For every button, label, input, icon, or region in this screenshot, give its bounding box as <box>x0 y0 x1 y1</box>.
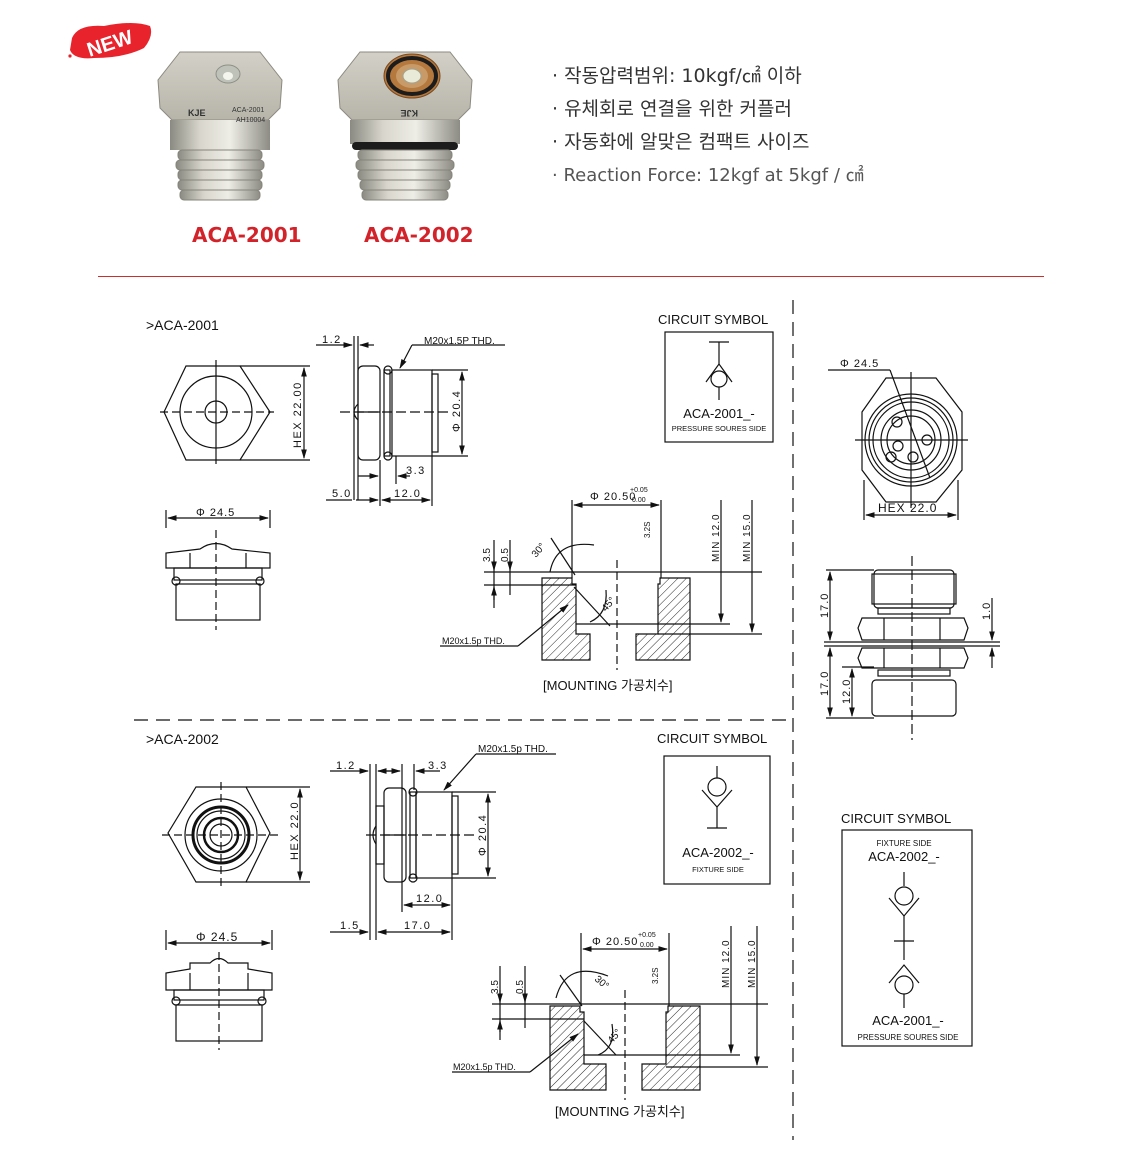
mount-tol-minus: 0.00 <box>632 497 646 504</box>
coupled-check-valve-icon <box>888 872 920 1008</box>
mount-dim-3-5: 3.5 <box>482 548 493 562</box>
dim-1-2: 1.2 <box>322 334 342 346</box>
assembly-circuit-top-code: ACA-2002_- <box>868 849 940 864</box>
dim-hex: HEX 22.00 <box>292 381 304 448</box>
mount-thread: M20x1.5p THD. <box>442 636 505 646</box>
assembly-dim-1: 1.0 <box>981 602 993 620</box>
mount-caption: [MOUNTING 가공치수] <box>543 678 672 693</box>
mount-angle-30-2002: 30° <box>592 974 611 992</box>
title-aca-2001: >ACA-2001 <box>146 317 219 333</box>
mount-dia-2002: Φ 20.50 <box>592 936 638 948</box>
assembly-circuit-bottom-side: PRESSURE SOURES SIDE <box>858 1033 959 1042</box>
dim-hex-2002: HEX 22.0 <box>289 801 301 860</box>
product-photo-aca-2001: KJE ACA-2001 AH10004 <box>157 51 283 201</box>
dim-17-0-2002: 17.0 <box>404 920 431 932</box>
feature-list: · 작동압력범위: 10kgf/㎠ 이하 · 유체회로 연결을 위한 커플러 ·… <box>552 60 864 192</box>
product-photo-aca-2002: KJE <box>337 51 473 201</box>
mount-dim-0-5-2002: 0.5 <box>515 980 526 994</box>
assembly-side-view <box>824 556 1000 740</box>
mount-dia: Φ 20.50 <box>590 491 636 503</box>
mount-dim-3-5-2002: 3.5 <box>490 980 501 994</box>
aca-2001-mounting-section <box>440 500 762 670</box>
assembly-dim-12: 12.0 <box>841 679 853 704</box>
dim-5-0: 5.0 <box>332 488 352 500</box>
aca-2002-top-view <box>165 930 273 1050</box>
aca-2002-side-view <box>330 753 556 940</box>
thread-callout: M20x1.5P THD. <box>424 336 495 347</box>
mount-min-12: MIN 12.0 <box>711 513 722 562</box>
circuit-symbol-box-2002 <box>663 755 771 885</box>
engraving-serial: AH10004 <box>236 117 265 124</box>
dim-3-3-2002: 3.3 <box>428 760 448 772</box>
title-aca-2002: >ACA-2002 <box>146 731 219 747</box>
mount-min-15-2002: MIN 15.0 <box>747 939 758 988</box>
assembly-dim-dia: Φ 24.5 <box>840 358 879 370</box>
circuit-side-2002: FIXTURE SIDE <box>692 865 744 874</box>
aca-2001-side-view <box>316 336 505 506</box>
engraving-logo: KJE <box>400 108 418 118</box>
aca-2001-top-view <box>165 510 271 630</box>
circuit-symbol-heading-2002: CIRCUIT SYMBOL <box>657 731 767 746</box>
feature-item: · 작동압력범위: 10kgf/㎠ 이하 <box>552 65 802 87</box>
assembly-dim-17-bottom: 17.0 <box>819 671 831 696</box>
dim-dia-20-4: Φ 20.4 <box>451 390 463 432</box>
product-label-aca-2001: ACA-2001 <box>192 223 302 247</box>
assembly-circuit-heading: CIRCUIT SYMBOL <box>841 811 951 826</box>
aca-2002-front-view <box>162 782 310 886</box>
mount-angle-30: 30° <box>530 541 548 560</box>
check-valve-icon <box>705 341 733 400</box>
thread-callout-2002: M20x1.5p THD. <box>478 744 548 755</box>
mount-angle-45-2002: 45° <box>606 1027 624 1046</box>
assembly-end-view <box>828 369 968 520</box>
mount-min-15: MIN 15.0 <box>742 513 753 562</box>
circuit-code: ACA-2001_- <box>683 406 755 421</box>
dim-dia-20-4-2002: Φ 20.4 <box>477 814 489 856</box>
engraving-model: ACA-2001 <box>232 107 264 114</box>
product-label-aca-2002: ACA-2002 <box>364 223 474 247</box>
dim-dia-24-5-2002: Φ 24.5 <box>196 930 238 944</box>
assembly-circuit-bottom-code: ACA-2001_- <box>872 1013 944 1028</box>
dim-12-0: 12.0 <box>394 488 421 500</box>
assembly-dim-17-top: 17.0 <box>819 593 831 618</box>
circuit-symbol-heading: CIRCUIT SYMBOL <box>658 312 768 327</box>
mount-roughness: 3.2S <box>643 522 652 538</box>
dim-1-2-2002: 1.2 <box>336 760 356 772</box>
feature-item: · 유체회로 연결을 위한 커플러 <box>552 98 792 120</box>
mount-dim-0-5: 0.5 <box>500 548 511 562</box>
new-badge: NEW <box>68 23 152 62</box>
dim-12-0-2002: 12.0 <box>416 893 443 905</box>
mount-min-12-2002: MIN 12.0 <box>721 939 732 988</box>
dim-1-5-2002: 1.5 <box>340 920 360 932</box>
section-divider <box>98 276 1044 277</box>
assembly-circuit-box <box>841 829 973 1047</box>
assembly-dim-hex: HEX 22.0 <box>878 501 937 515</box>
mount-tol-plus: +0.05 <box>630 487 648 494</box>
circuit-symbol-box-2001 <box>664 331 774 443</box>
feature-item: · Reaction Force: 12kgf at 5kgf / ㎠ <box>552 165 864 186</box>
circuit-code-2002: ACA-2002_- <box>682 845 754 860</box>
mount-thread-2002: M20x1.5p THD. <box>453 1062 516 1072</box>
mount-tol-minus-2002: 0.00 <box>640 942 654 949</box>
check-valve-fixture-icon <box>701 766 733 829</box>
dim-dia-24-5: Φ 24.5 <box>196 507 235 519</box>
mount-roughness-2002: 3.2S <box>651 968 660 984</box>
aca-2002-mounting-section <box>452 926 768 1100</box>
engraving-logo: KJE <box>188 108 206 118</box>
feature-item: · 자동화에 알맞은 컴팩트 사이즈 <box>552 131 810 153</box>
circuit-side: PRESSURE SOURES SIDE <box>672 424 767 433</box>
assembly-circuit-top-side: FIXTURE SIDE <box>876 839 931 848</box>
dim-3-3: 3.3 <box>406 465 426 477</box>
aca-2001-front-view <box>160 360 310 464</box>
mount-caption-2002: [MOUNTING 가공치수] <box>555 1104 684 1119</box>
mount-tol-plus-2002: +0.05 <box>638 932 656 939</box>
